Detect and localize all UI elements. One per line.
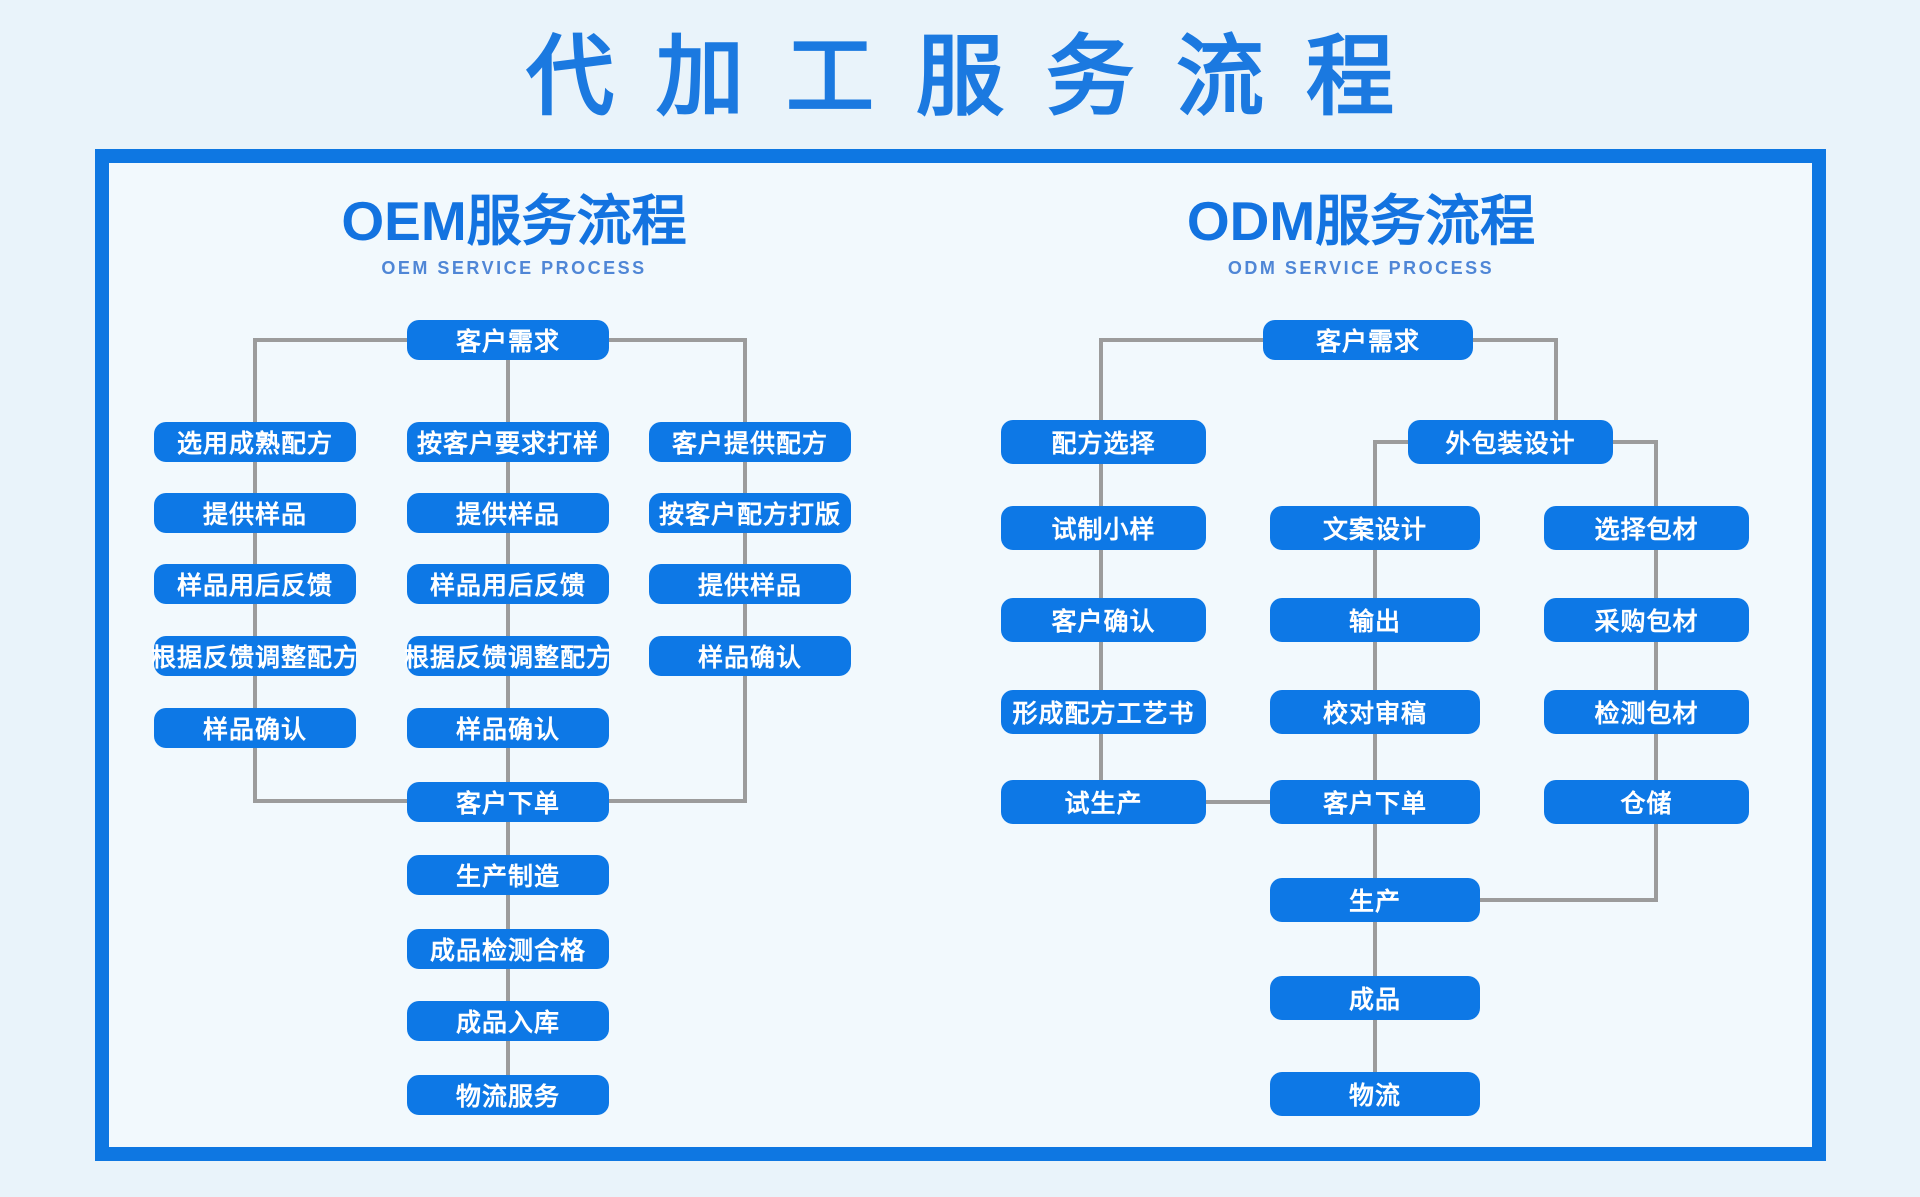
connector-line: [253, 799, 409, 803]
connector-line: [1101, 338, 1263, 342]
odm-middle-node: 输出: [1270, 598, 1480, 642]
oem-left-node: 样品用后反馈: [154, 564, 356, 604]
oem-right-node: 按客户配方打版: [649, 493, 851, 533]
odm-right-node: 选择包材: [1544, 506, 1749, 550]
oem-middle-node: 样品确认: [407, 708, 609, 748]
odm-left-node: 试制小样: [1001, 506, 1206, 550]
oem-middle-node: 样品用后反馈: [407, 564, 609, 604]
odm-middle-node: 生产: [1270, 878, 1480, 922]
oem-middle-node: 按客户要求打样: [407, 422, 609, 462]
oem-section-title: OEM服务流程: [341, 190, 687, 252]
odm-formula-select-node: 配方选择: [1001, 420, 1206, 464]
oem-left-node: 根据反馈调整配方: [151, 636, 358, 676]
connector-line: [1374, 440, 1410, 444]
odm-middle-node: 文案设计: [1270, 506, 1480, 550]
connector-line: [1654, 440, 1658, 902]
odm-left-node: 客户确认: [1001, 598, 1206, 642]
oem-right-node: 提供样品: [649, 564, 851, 604]
odm-middle-node: 成品: [1270, 976, 1480, 1020]
oem-middle-node: 根据反馈调整配方: [404, 636, 611, 676]
oem-tail-node: 物流服务: [407, 1075, 609, 1115]
odm-middle-node: 客户下单: [1270, 780, 1480, 824]
odm-right-node: 采购包材: [1544, 598, 1749, 642]
oem-tail-node: 成品入库: [407, 1001, 609, 1041]
odm-packaging-design-node: 外包装设计: [1408, 420, 1613, 464]
oem-left-node: 样品确认: [154, 708, 356, 748]
oem-right-node: 样品确认: [649, 636, 851, 676]
connector-line: [1480, 898, 1656, 902]
odm-left-node: 试生产: [1001, 780, 1206, 824]
oem-section-subtitle: OEM SERVICE PROCESS: [381, 258, 647, 278]
odm-middle-node: 物流: [1270, 1072, 1480, 1116]
flowchart-panel: [95, 149, 1826, 1161]
connector-line: [253, 338, 409, 342]
odm-section-subtitle: ODM SERVICE PROCESS: [1227, 258, 1495, 278]
connector-line: [1206, 800, 1272, 804]
connector-line: [607, 338, 747, 342]
connector-line: [1554, 338, 1558, 424]
connector-line: [1373, 440, 1377, 1076]
odm-right-node: 检测包材: [1544, 690, 1749, 734]
oem-root-node: 客户需求: [407, 320, 609, 360]
oem-tail-node: 生产制造: [407, 855, 609, 895]
oem-tail-node: 客户下单: [407, 782, 609, 822]
page-title: 代加工服务流程: [525, 27, 1436, 126]
connector-line: [1613, 440, 1658, 444]
oem-left-node: 提供样品: [154, 493, 356, 533]
oem-left-node: 选用成熟配方: [154, 422, 356, 462]
oem-tail-node: 成品检测合格: [407, 929, 609, 969]
oem-middle-node: 提供样品: [407, 493, 609, 533]
connector-line: [1473, 338, 1558, 342]
oem-right-node: 客户提供配方: [649, 422, 851, 462]
odm-root-node: 客户需求: [1263, 320, 1473, 360]
odm-left-node: 形成配方工艺书: [1001, 690, 1206, 734]
connector-line: [1099, 338, 1103, 802]
odm-right-node: 仓储: [1544, 780, 1749, 824]
odm-middle-node: 校对审稿: [1270, 690, 1480, 734]
odm-section-title: ODM服务流程: [1186, 190, 1536, 252]
connector-line: [607, 799, 747, 803]
